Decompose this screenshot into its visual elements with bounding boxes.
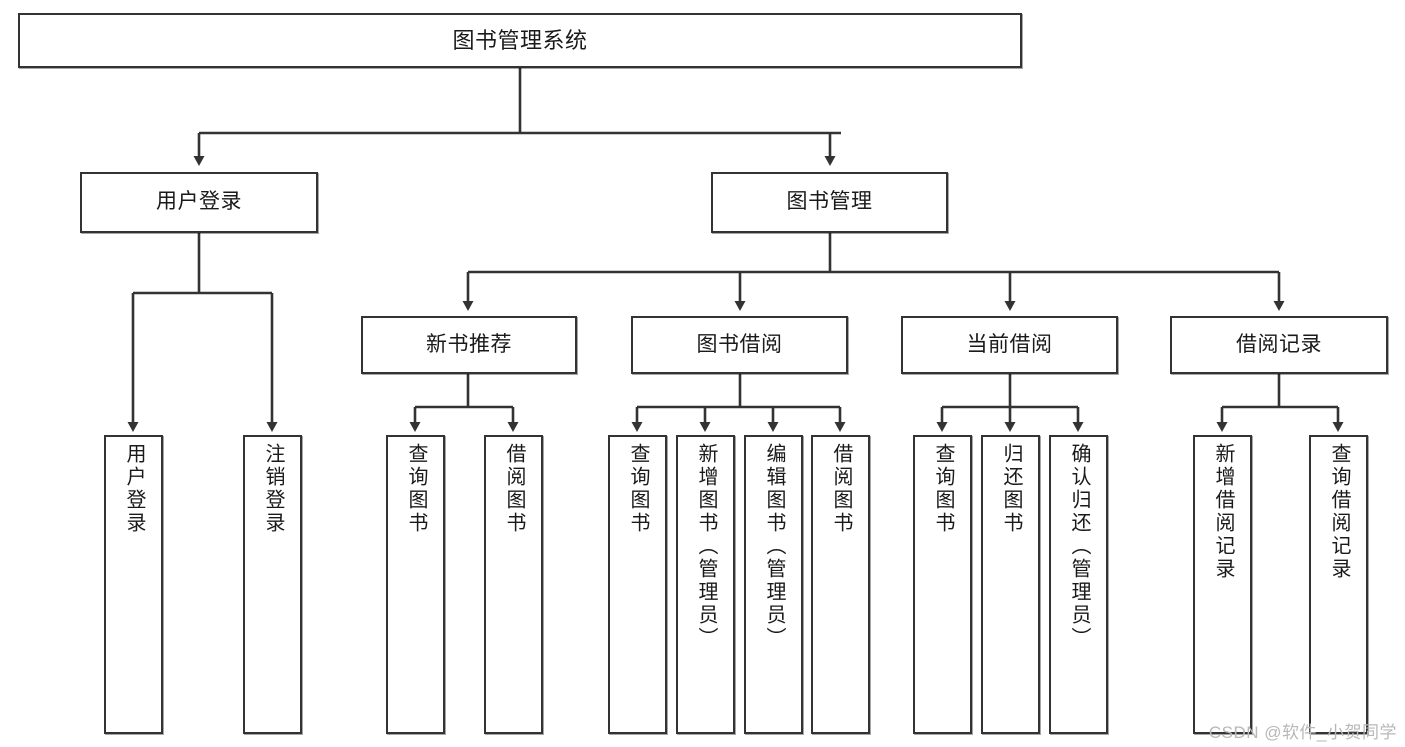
node-user-login-label: 用户登录	[156, 190, 242, 214]
node-new-book-rec-label: 新书推荐	[426, 332, 512, 356]
node-user-login[interactable]: 用户登录	[80, 172, 318, 233]
leaf-query-record-label: 查询借阅记录	[1328, 443, 1350, 581]
leaf-query-book-1-label: 查询图书	[405, 443, 427, 535]
node-borrow-record-label: 借阅记录	[1236, 332, 1322, 356]
leaf-borrow-book-2[interactable]: 借阅图书	[811, 435, 870, 734]
leaf-user-login[interactable]: 用户登录	[104, 435, 163, 734]
leaf-logout-label: 注销登录	[262, 443, 284, 535]
leaf-add-record-label: 新增借阅记录	[1212, 443, 1234, 581]
leaf-borrow-book-1-label: 借阅图书	[503, 443, 525, 535]
leaf-add-record[interactable]: 新增借阅记录	[1193, 435, 1252, 734]
node-book-borrow-label: 图书借阅	[696, 332, 783, 356]
node-borrow-record[interactable]: 借阅记录	[1170, 316, 1388, 374]
node-book-manage-label: 图书管理	[786, 190, 873, 214]
node-book-manage[interactable]: 图书管理	[711, 172, 948, 233]
leaf-query-record[interactable]: 查询借阅记录	[1309, 435, 1368, 734]
leaf-query-book-2[interactable]: 查询图书	[608, 435, 667, 734]
leaf-add-book-label: 新增图书（管理员）	[695, 443, 717, 650]
leaf-edit-book[interactable]: 编辑图书（管理员）	[744, 435, 803, 734]
leaf-return-book-label: 归还图书	[1000, 443, 1022, 535]
leaf-user-login-label: 用户登录	[123, 443, 145, 535]
node-new-book-rec[interactable]: 新书推荐	[361, 316, 577, 374]
watermark-text: CSDN @软件_小贺同学	[1208, 723, 1397, 742]
leaf-edit-book-label: 编辑图书（管理员）	[763, 443, 785, 650]
leaf-borrow-book-2-label: 借阅图书	[830, 443, 852, 535]
node-book-borrow[interactable]: 图书借阅	[631, 316, 848, 374]
leaf-confirm-return-label: 确认归还（管理员）	[1068, 443, 1090, 650]
node-current-borrow[interactable]: 当前借阅	[901, 316, 1118, 374]
leaf-logout[interactable]: 注销登录	[243, 435, 302, 734]
leaf-query-book-3-label: 查询图书	[932, 443, 954, 535]
node-current-borrow-label: 当前借阅	[966, 332, 1053, 356]
leaf-query-book-2-label: 查询图书	[627, 443, 649, 535]
leaf-return-book[interactable]: 归还图书	[981, 435, 1040, 734]
node-root-label: 图书管理系统	[452, 27, 588, 53]
leaf-query-book-1[interactable]: 查询图书	[386, 435, 445, 734]
leaf-borrow-book-1[interactable]: 借阅图书	[484, 435, 543, 734]
leaf-add-book[interactable]: 新增图书（管理员）	[676, 435, 735, 734]
leaf-confirm-return[interactable]: 确认归还（管理员）	[1049, 435, 1108, 734]
leaf-query-book-3[interactable]: 查询图书	[913, 435, 972, 734]
node-root[interactable]: 图书管理系统	[18, 13, 1022, 68]
